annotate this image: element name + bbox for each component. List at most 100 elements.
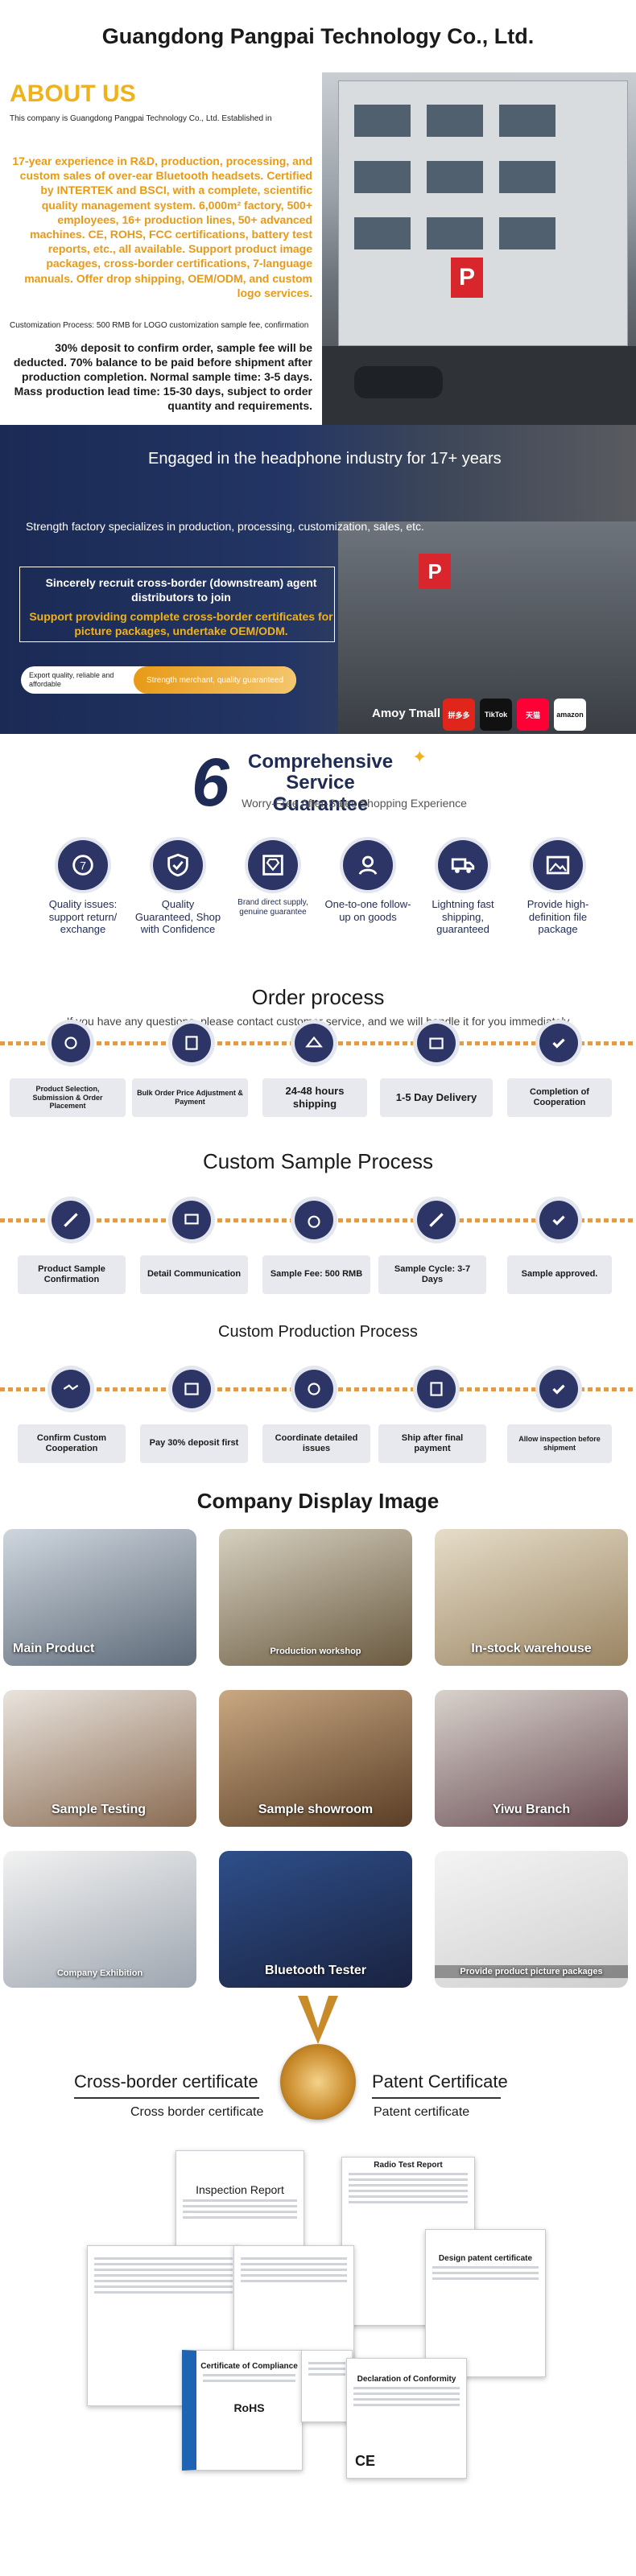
cross-border-subtitle: Cross border certificate [130, 2105, 264, 2119]
service-item: 7 Quality issues: support return/ exchan… [39, 840, 127, 936]
shipping-icon [295, 1024, 333, 1062]
about-highlight: 17-year experience in R&D, production, p… [12, 155, 312, 299]
service-item: Brand direct supply, genuine guarantee [229, 840, 317, 936]
production-title: Custom Production Process [218, 1323, 418, 1341]
display-tile: Bluetooth Tester [219, 1851, 412, 1988]
about-section: ABOUT US This company is Guangdong Pangp… [0, 72, 636, 425]
check-icon [539, 1024, 578, 1062]
display-tile: Provide product picture packages [435, 1851, 628, 1988]
about-intro: This company is Guangdong Pangpai Techno… [10, 114, 272, 123]
medal-icon [280, 2044, 356, 2120]
patent-title: Patent Certificate [372, 2071, 508, 2092]
check-icon [539, 1201, 578, 1239]
certificate-doc [301, 2350, 353, 2422]
amazon-logo-icon: amazon [554, 699, 586, 731]
display-tile: Production workshop [219, 1529, 412, 1666]
order-step-label: Bulk Order Price Adjustment & Payment [132, 1078, 248, 1117]
diamond-icon [248, 840, 298, 890]
service-subtitle: Worry-Free After-Sales Shopping Experien… [242, 797, 467, 810]
svg-text:7: 7 [80, 860, 86, 873]
banner-subtitle: Strength factory specializes in producti… [26, 520, 424, 533]
about-text: ABOUT US This company is Guangdong Pangp… [0, 72, 322, 425]
display-tile: Company Exhibition [3, 1851, 196, 1988]
quality-pill: Export quality, reliable and affordable … [21, 666, 297, 694]
order-step-label: 1-5 Day Delivery [380, 1078, 493, 1117]
delivery-icon [417, 1024, 456, 1062]
cross-border-title: Cross-border certificate [74, 2071, 258, 2092]
money-bag-icon [295, 1201, 333, 1239]
tiktok-logo-icon: TikTok [480, 699, 512, 731]
pill-right-text: Strength merchant, quality guaranteed [134, 666, 297, 694]
about-title: ABOUT US [10, 80, 136, 107]
conformity-doc: Declaration of Conformity CE [346, 2358, 467, 2479]
ship-icon [417, 1370, 456, 1408]
service-title: Comprehensive Service Guarantee [248, 751, 394, 815]
pill-left-text: Export quality, reliable and affordable [29, 671, 114, 688]
pen-icon [52, 1201, 90, 1239]
store-name: Amoy Tmall [372, 707, 441, 720]
company-title: Guangdong Pangpai Technology Co., Ltd. [101, 23, 535, 48]
order-title: Order process [251, 985, 385, 1009]
agent-recruit-text: Sincerely recruit cross-border (downstre… [45, 576, 317, 604]
service-item: Quality Guaranteed, Shop with Confidence [134, 840, 222, 936]
order-step-label: Product Selection, Submission & Order Pl… [10, 1078, 126, 1117]
coordinate-icon [295, 1370, 333, 1408]
chat-icon [172, 1201, 211, 1239]
tmall-logo-icon: 天猫 [517, 699, 549, 731]
agent-banner: P Engaged in the headphone industry for … [0, 425, 636, 734]
sample-step-label: Product Sample Confirmation [18, 1255, 126, 1294]
display-tile: Main Product [3, 1529, 196, 1666]
production-step-label: Confirm Custom Cooperation [18, 1424, 126, 1463]
order-step-label: 24-48 hours shipping [262, 1078, 367, 1117]
display-tile: Sample Testing [3, 1690, 196, 1827]
user-support-icon [343, 840, 393, 890]
compliance-doc: Certificate of Compliance RoHS [182, 2350, 303, 2471]
about-customization: Customization Process: 500 RMB for LOGO … [10, 320, 309, 330]
order-steps: Product Selection, Submission & Order Pl… [0, 1022, 636, 1143]
display-tile: Sample showroom [219, 1690, 412, 1827]
sparkle-icon: ✦ [412, 747, 427, 767]
refresh-icon: 7 [58, 840, 108, 890]
production-step-label: Pay 30% deposit first [140, 1424, 248, 1463]
ce-mark-icon: CE [355, 2453, 376, 2469]
truck-icon [438, 840, 488, 890]
production-step-label: Ship after final payment [378, 1424, 486, 1463]
production-step-label: Coordinate detailed issues [262, 1424, 370, 1463]
service-item: Lightning fast shipping, guaranteed [419, 840, 507, 936]
agent-box: Sincerely recruit cross-border (downstre… [19, 567, 335, 642]
production-steps: Confirm Custom Cooperation Pay 30% depos… [0, 1368, 636, 1489]
deposit-icon [172, 1370, 211, 1408]
payment-icon [172, 1024, 211, 1062]
about-deposit: 30% deposit to confirm order, sample fee… [13, 340, 312, 412]
cart-icon [52, 1024, 90, 1062]
patent-subtitle: Patent certificate [374, 2105, 470, 2119]
car-shape [354, 366, 443, 398]
sample-step-label: Sample Fee: 500 RMB [262, 1255, 370, 1294]
sample-title: Custom Sample Process [202, 1149, 434, 1173]
page-header: Guangdong Pangpai Technology Co., Ltd. [0, 0, 636, 72]
production-step-label: Allow inspection before shipment [507, 1424, 612, 1463]
service-item: One-to-one follow-up on goods [324, 840, 412, 936]
order-step-label: Completion of Cooperation [507, 1078, 612, 1117]
service-items: 7 Quality issues: support return/ exchan… [39, 840, 602, 936]
factory-photo: P [322, 72, 636, 425]
agent-support-text: Support providing complete cross-border … [29, 610, 333, 638]
cycle-icon [417, 1201, 456, 1239]
handshake-icon [52, 1370, 90, 1408]
image-icon [533, 840, 583, 890]
design-patent-doc: Design patent certificate [425, 2229, 546, 2377]
service-section: 6 ✦ Comprehensive Service Guarantee Worr… [0, 734, 636, 983]
check-icon [539, 1370, 578, 1408]
banner-title: Engaged in the headphone industry for 17… [148, 450, 502, 468]
sample-step-label: Sample Cycle: 3-7 Days [378, 1255, 486, 1294]
ribbon-icon [290, 1996, 346, 2060]
service-item: Provide high-definition file package [514, 840, 602, 936]
sample-step-label: Sample approved. [507, 1255, 612, 1294]
platform-logos: 拼多多 TikTok 天猫 amazon [443, 699, 586, 731]
shield-check-icon [153, 840, 203, 890]
display-tile: Yiwu Branch [435, 1690, 628, 1827]
factory-sign: P [451, 258, 483, 298]
service-number: 6 [192, 744, 229, 820]
test-report-doc [87, 2245, 240, 2406]
sample-steps: Product Sample Confirmation Detail Commu… [0, 1199, 636, 1320]
